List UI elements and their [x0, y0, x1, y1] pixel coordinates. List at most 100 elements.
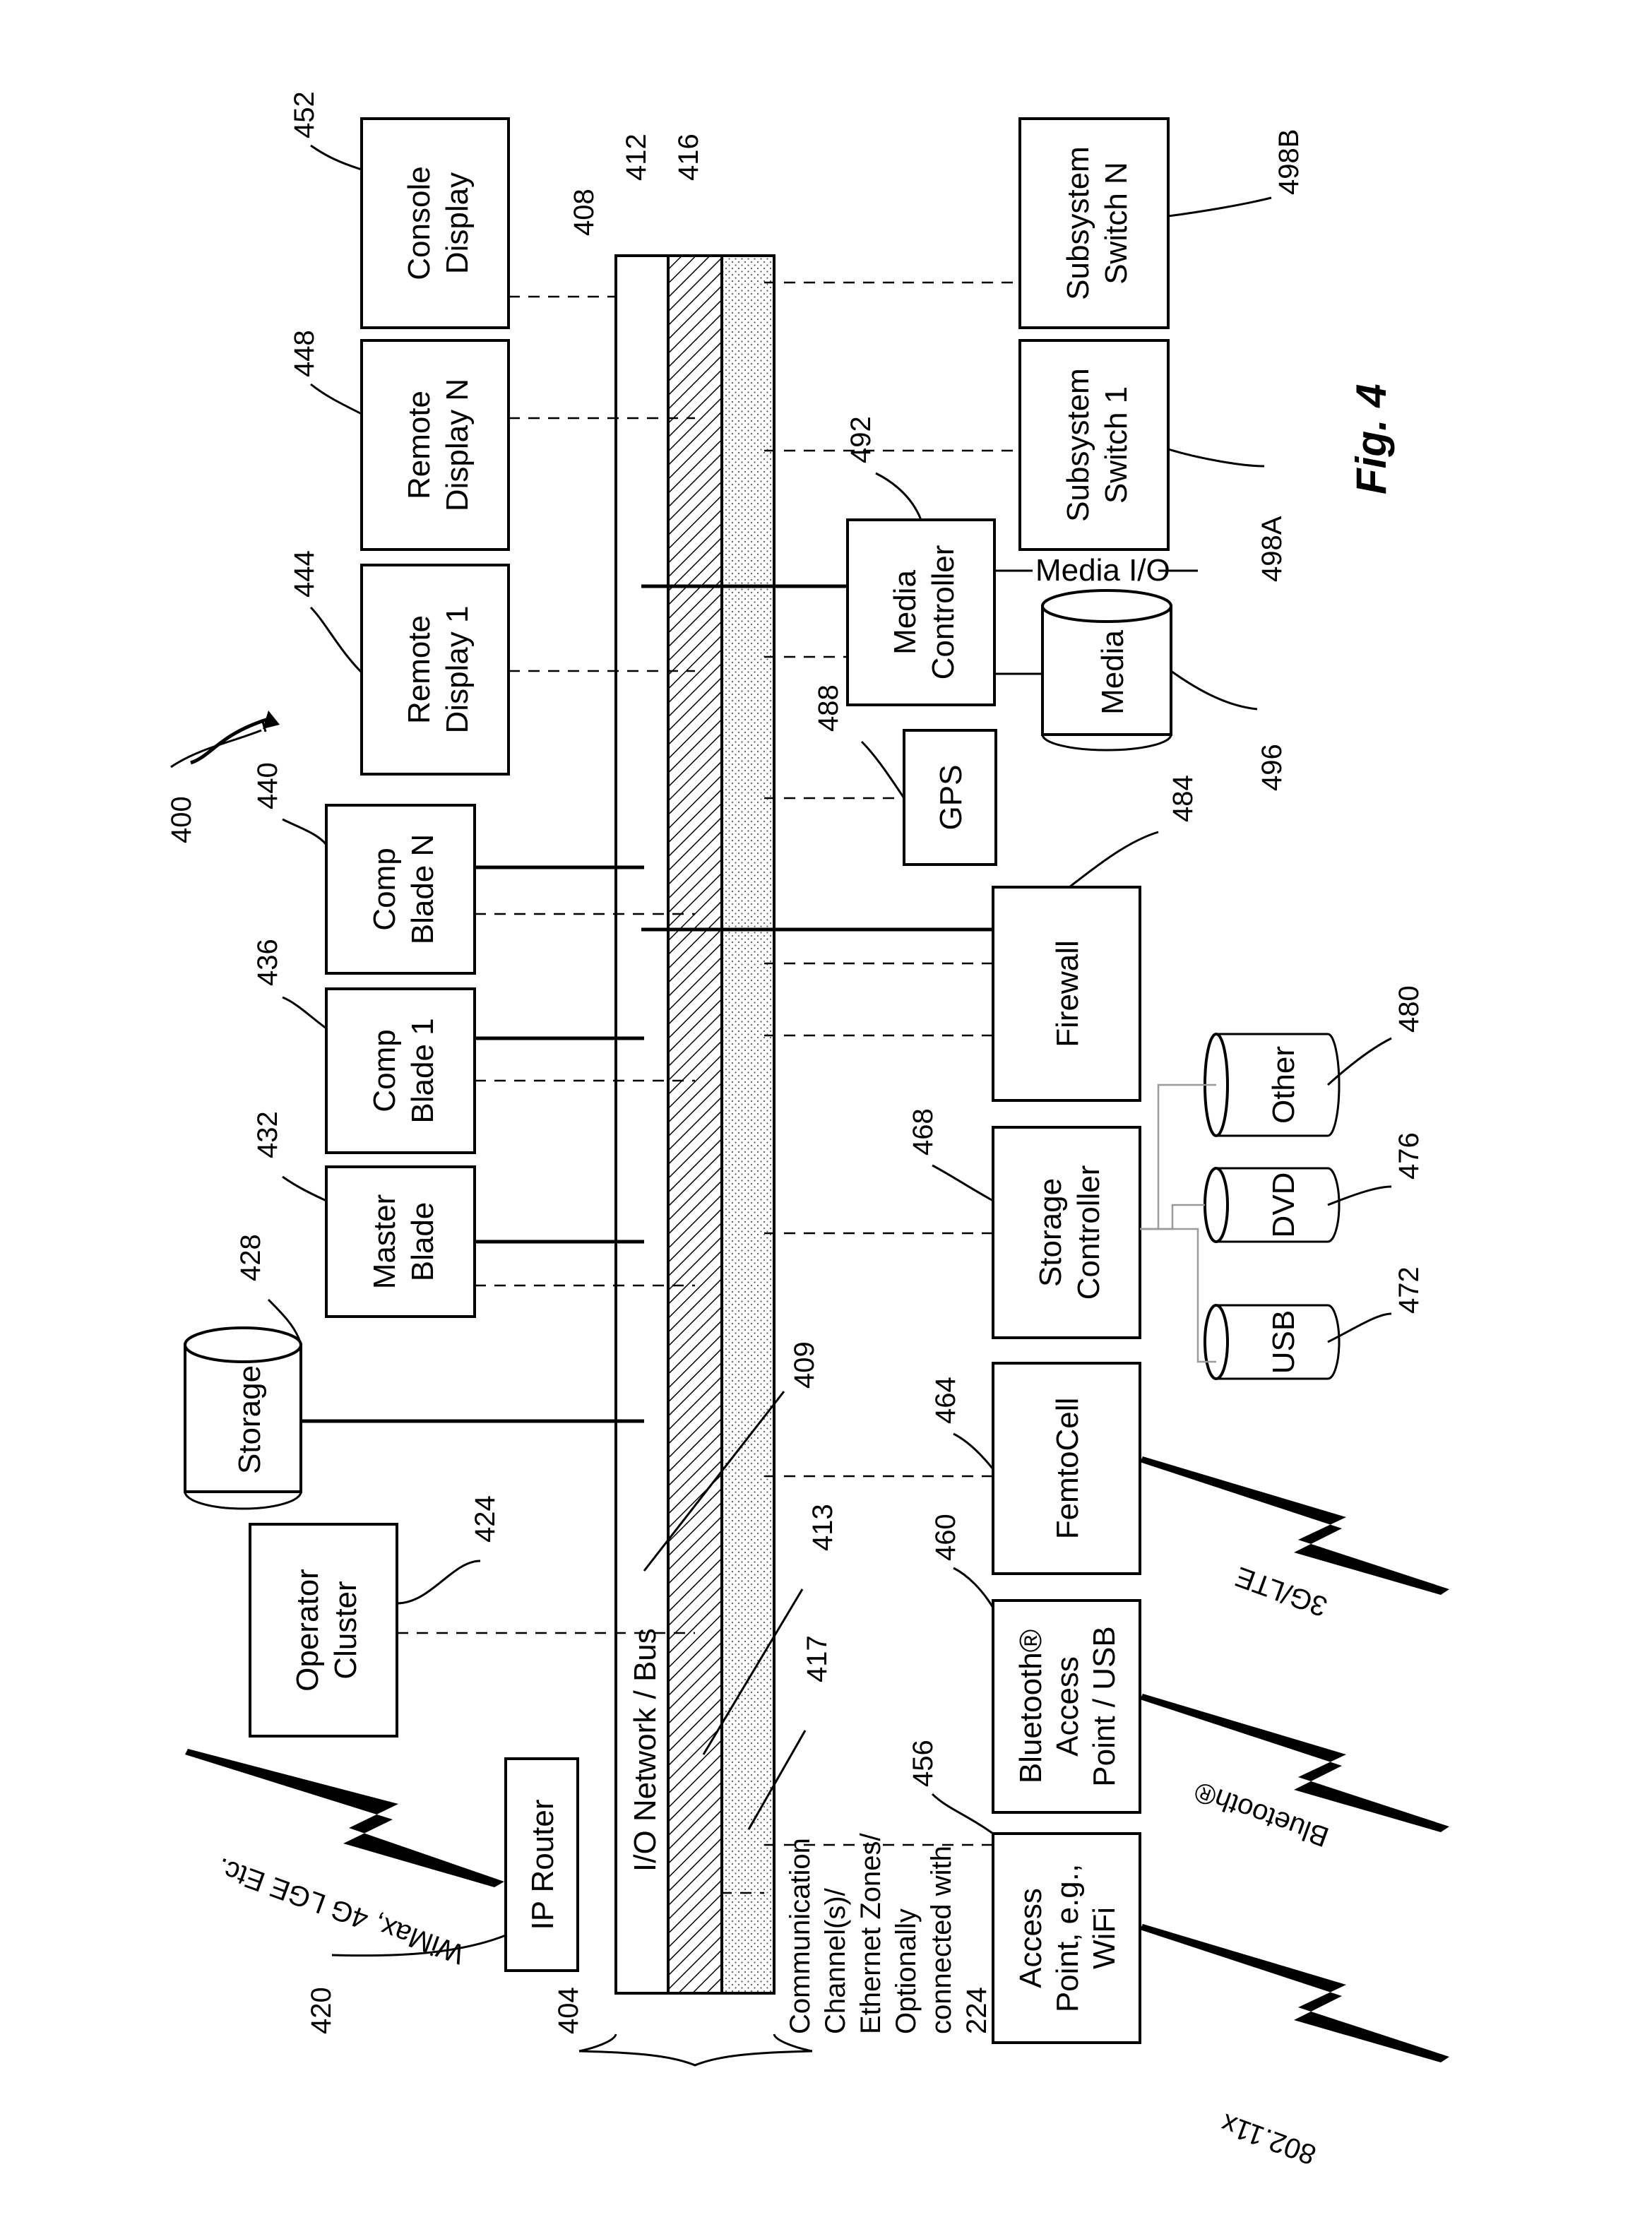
ref-498a: 498A — [1256, 516, 1288, 582]
ref-484: 484 — [1167, 775, 1199, 822]
svg-text:Media: Media — [1095, 630, 1130, 715]
wimax-label: WiMax, 4G LGE Etc. — [213, 1851, 468, 1970]
gps-label: GPS — [934, 765, 968, 831]
operator-cluster-label: Operator Cluster — [290, 1569, 363, 1692]
ref-456: 456 — [908, 1740, 939, 1787]
ref-404: 404 — [553, 1987, 584, 2034]
wifi-bolt — [1140, 1924, 1449, 2062]
storage-cylinder — [184, 1326, 302, 1510]
subsystem-switch-n-label: Subsystem Switch N — [1061, 146, 1134, 300]
svg-text:Optionally: Optionally — [891, 1908, 922, 2034]
svg-text:Access: Access — [1050, 1656, 1085, 1757]
comp-blade-1-box — [325, 987, 476, 1154]
bus-label: I/O Network / Bus — [628, 1628, 662, 1872]
connectors — [301, 281, 1216, 1894]
svg-text:Other: Other — [1266, 1046, 1301, 1124]
storage-label: Storage — [232, 1365, 267, 1474]
dvd-cylinder — [1204, 1167, 1341, 1243]
master-blade-box — [325, 1165, 476, 1318]
remote-display-n-box — [360, 339, 510, 551]
media-cylinder — [1041, 589, 1172, 752]
svg-text:Cluster: Cluster — [328, 1581, 363, 1679]
media-label: Media — [1095, 630, 1130, 715]
femtocell-label: FemtoCell — [1050, 1398, 1085, 1540]
cellular-bolt — [1140, 1456, 1449, 1595]
svg-text:Access: Access — [1014, 1888, 1048, 1988]
svg-text:Switch N: Switch N — [1099, 162, 1134, 285]
bus-layer-412 — [667, 254, 723, 1995]
ref-448: 448 — [289, 330, 320, 377]
svg-text:Media: Media — [888, 570, 922, 655]
svg-text:Blade 1: Blade 1 — [405, 1018, 440, 1123]
svg-text:WiFi: WiFi — [1087, 1907, 1122, 1969]
subsystem-switch-n-box — [1018, 117, 1170, 329]
svg-text:DVD: DVD — [1266, 1172, 1301, 1238]
remote-display-1-label: Remote Display 1 — [402, 606, 475, 734]
svg-text:Controller: Controller — [1071, 1165, 1106, 1300]
bluetooth-ap-box — [992, 1599, 1141, 1814]
svg-text:Communication: Communication — [785, 1838, 816, 2034]
svg-text:Display 1: Display 1 — [440, 606, 475, 734]
svg-text:Comp: Comp — [367, 1029, 402, 1112]
bluetooth-bolt — [1140, 1694, 1449, 1832]
svg-text:Remote: Remote — [402, 391, 436, 499]
ref-444: 444 — [289, 550, 320, 598]
svg-text:connected with: connected with — [926, 1846, 957, 2034]
subsystem-switch-1-label: Subsystem Switch 1 — [1061, 368, 1134, 522]
svg-text:IP Router: IP Router — [525, 1799, 560, 1930]
svg-text:Console: Console — [402, 166, 436, 280]
svg-text:Bluetooth®: Bluetooth® — [1014, 1629, 1048, 1783]
ref-440: 440 — [252, 762, 283, 809]
ref-476: 476 — [1393, 1132, 1425, 1180]
svg-text:Blade N: Blade N — [405, 834, 440, 945]
cellular-label: 3G/LTE — [1231, 1560, 1331, 1622]
firewall-label: Firewall — [1050, 940, 1085, 1047]
ip-router-label: IP Router — [525, 1799, 560, 1930]
ref-472: 472 — [1393, 1266, 1425, 1314]
svg-text:Point / USB: Point / USB — [1087, 1626, 1122, 1786]
ref-428: 428 — [235, 1234, 266, 1281]
ref-452: 452 — [289, 91, 320, 138]
ref-400: 400 — [166, 796, 197, 843]
svg-text:Display N: Display N — [440, 379, 475, 511]
remote-display-n-label: Remote Display N — [402, 379, 475, 511]
comp-blade-n-box — [325, 804, 476, 975]
bus-layer-416 — [720, 254, 776, 1995]
wifi-label: 802.11x — [1217, 2108, 1320, 2170]
bluetooth-ap-label: Bluetooth® Access Point / USB — [1014, 1626, 1122, 1786]
ref-492: 492 — [845, 416, 876, 463]
ref-413: 413 — [807, 1504, 838, 1551]
svg-text:FemtoCell: FemtoCell — [1050, 1398, 1085, 1540]
svg-text:Subsystem: Subsystem — [1061, 146, 1095, 300]
bus-layer-408 — [614, 254, 670, 1995]
operator-cluster-box — [249, 1523, 398, 1738]
ref-409: 409 — [789, 1341, 820, 1389]
svg-text:Subsystem: Subsystem — [1061, 368, 1095, 522]
svg-text:Comp: Comp — [367, 848, 402, 930]
brace-description: Communication Channel(s)/ Ethernet Zones… — [785, 1833, 992, 2034]
ref-424: 424 — [470, 1495, 501, 1543]
ref-412: 412 — [621, 133, 652, 181]
ref-498b: 498B — [1273, 129, 1305, 195]
access-point-box — [992, 1832, 1141, 2044]
svg-text:Blade: Blade — [405, 1202, 440, 1282]
ip-router-box — [504, 1757, 579, 1972]
ref-464: 464 — [930, 1377, 961, 1424]
ref-480: 480 — [1393, 985, 1425, 1033]
svg-text:Controller: Controller — [926, 545, 961, 680]
svg-text:Switch 1: Switch 1 — [1099, 386, 1134, 504]
svg-text:Master: Master — [367, 1194, 402, 1289]
reference-numerals: 400 404 408 412 416 409 413 417 420 424 … — [166, 91, 1425, 2034]
usb-label: USB — [1266, 1310, 1301, 1374]
other-label: Other — [1266, 1046, 1301, 1124]
ref-488: 488 — [813, 684, 844, 732]
wimax-bolt — [185, 1749, 504, 1887]
storage-controller-label: Storage Controller — [1033, 1165, 1106, 1300]
svg-text:224: 224 — [961, 1987, 992, 2034]
usb-cylinder — [1204, 1304, 1341, 1380]
svg-text:Channel(s)/: Channel(s)/ — [820, 1887, 851, 2034]
console-display-label: Console Display — [402, 166, 475, 280]
reference-leaders — [170, 144, 1392, 1957]
